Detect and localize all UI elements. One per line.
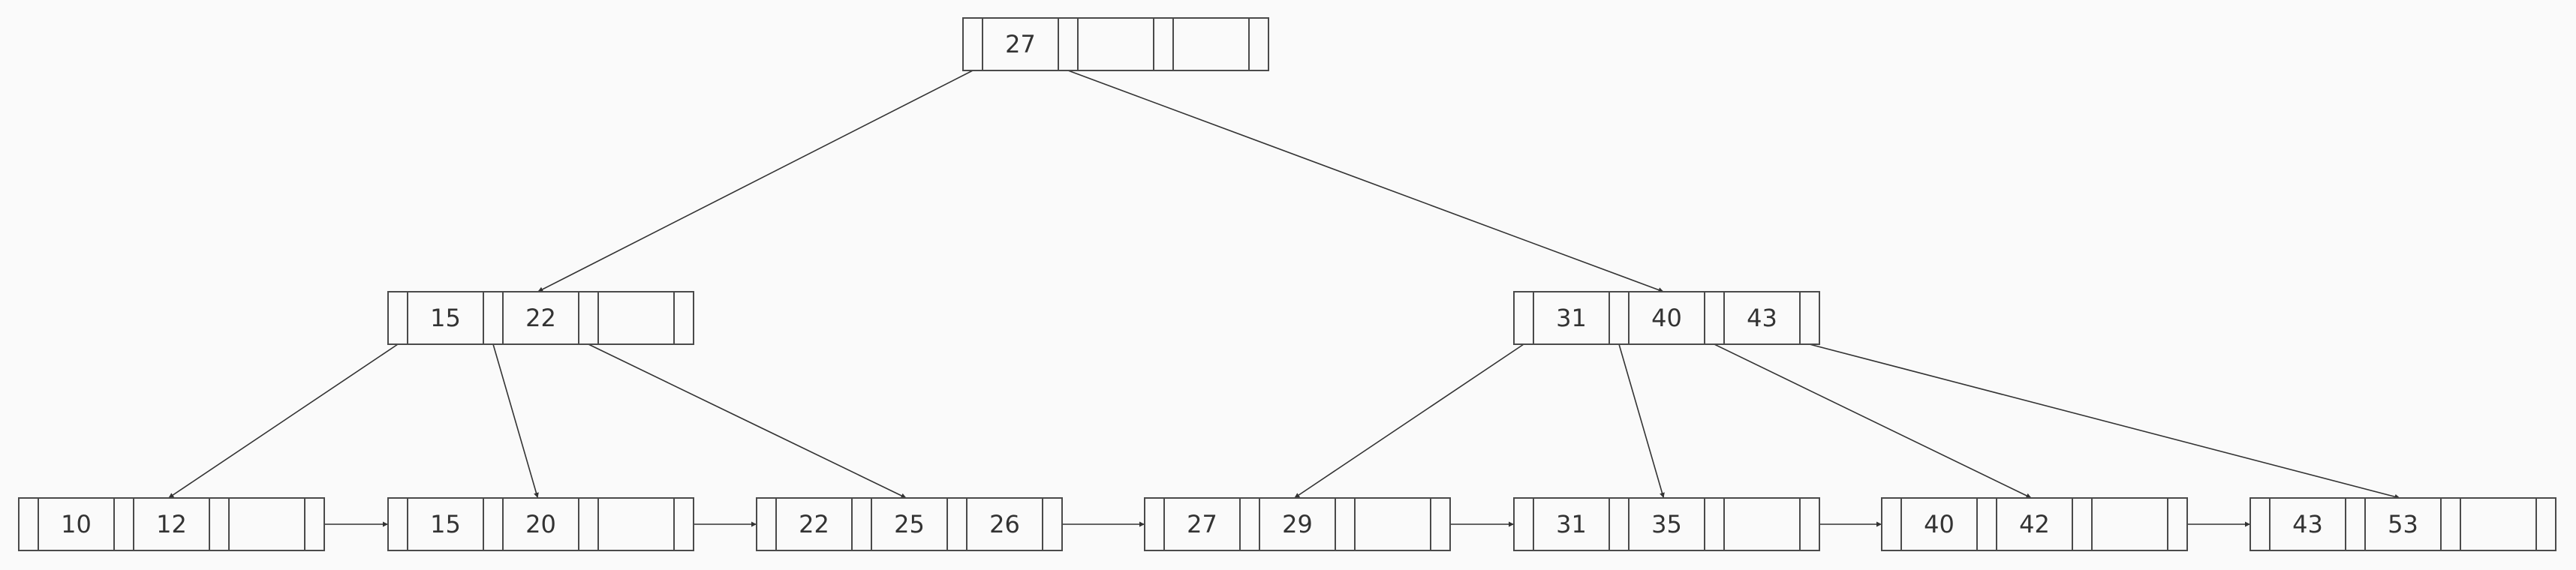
tree-node-root: 27	[962, 17, 1269, 71]
node-box	[962, 17, 1269, 71]
tree-node-int-right: 31 40 43	[1513, 291, 1820, 345]
node-key: 27	[1187, 510, 1217, 538]
node-key: 27	[1005, 30, 1036, 58]
node-box	[1513, 291, 1820, 345]
node-key: 42	[2019, 510, 2050, 538]
node-key: 26	[989, 510, 1020, 538]
tree-node-leaf-3: 22 25 26	[756, 497, 1063, 551]
node-key: 15	[430, 510, 461, 538]
node-key: 35	[1651, 510, 1682, 538]
child-pointer-edge	[1293, 344, 1524, 499]
node-key: 31	[1556, 510, 1587, 538]
tree-node-leaf-5: 31 35	[1513, 497, 1820, 551]
node-key: 31	[1556, 304, 1587, 332]
child-pointer-edge	[492, 344, 539, 499]
node-key: 40	[1651, 304, 1682, 332]
child-pointer-edge	[1067, 70, 1664, 292]
node-key: 25	[894, 510, 925, 538]
node-key: 22	[799, 510, 829, 538]
node-key: 43	[2292, 510, 2323, 538]
tree-node-leaf-1: 10 12	[18, 497, 325, 551]
node-box	[1513, 497, 1820, 551]
node-key: 53	[2388, 510, 2418, 538]
node-box	[2249, 497, 2556, 551]
child-pointer-edge	[1618, 344, 1665, 499]
child-pointer-edge	[1714, 344, 2032, 499]
node-key: 12	[156, 510, 187, 538]
node-key: 10	[61, 510, 92, 538]
node-key: 43	[1747, 304, 1777, 332]
node-key: 15	[430, 304, 461, 332]
node-key: 40	[1924, 510, 1955, 538]
edges-layer	[167, 70, 2400, 527]
tree-node-leaf-4: 27 29	[1144, 497, 1451, 551]
node-box	[387, 497, 694, 551]
tree-node-leaf-7: 43 53	[2249, 497, 2556, 551]
node-box	[1881, 497, 2188, 551]
child-pointer-edge	[167, 344, 399, 499]
child-pointer-edge	[588, 344, 907, 499]
child-pointer-edge	[1809, 344, 2400, 500]
node-box	[18, 497, 325, 551]
node-box	[756, 497, 1063, 551]
node-key: 20	[525, 510, 556, 538]
node-key: 22	[525, 304, 556, 332]
child-pointer-edge	[537, 70, 974, 292]
node-box	[387, 291, 694, 345]
node-box	[1144, 497, 1451, 551]
tree-node-leaf-6: 40 42	[1881, 497, 2188, 551]
node-key: 29	[1282, 510, 1313, 538]
